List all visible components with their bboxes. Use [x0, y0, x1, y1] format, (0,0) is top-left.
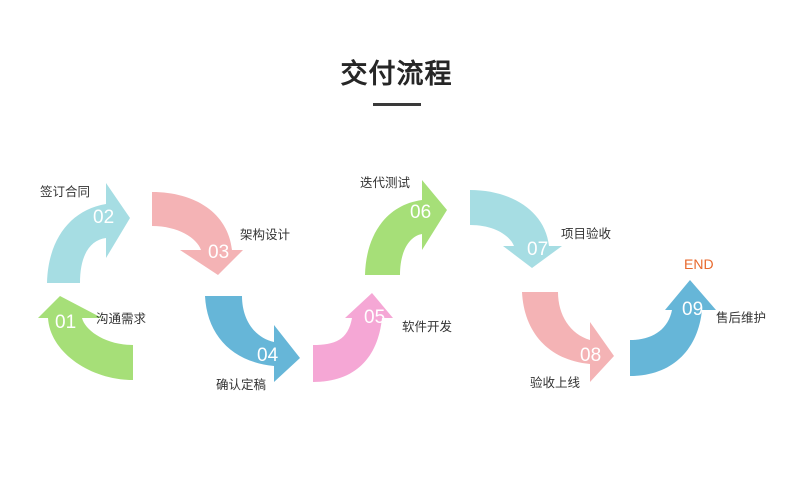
- step-01-number: 01: [55, 312, 76, 333]
- step-02-label: 签订合同: [40, 184, 90, 199]
- step-07-label: 项目验收: [561, 226, 612, 241]
- step-05: 05 软件开发: [313, 293, 453, 382]
- step-07-arrow: [470, 190, 562, 268]
- step-03-arrow: [152, 192, 243, 275]
- step-08-number: 08: [580, 345, 601, 366]
- step-07-number: 07: [527, 239, 548, 260]
- step-04: 04 确认定稿: [205, 296, 300, 392]
- step-01: 01 沟通需求: [38, 296, 147, 380]
- step-09-label: 售后维护: [716, 310, 766, 325]
- step-01-label: 沟通需求: [96, 311, 147, 326]
- end-label: END: [684, 256, 714, 272]
- step-09: 09 售后维护: [630, 280, 766, 376]
- step-08-arrow: [522, 292, 614, 382]
- step-03: 03 架构设计: [152, 192, 290, 275]
- step-01-arrow: [38, 296, 133, 380]
- step-04-arrow: [205, 296, 300, 382]
- step-05-number: 05: [364, 307, 385, 328]
- step-03-number: 03: [208, 242, 229, 263]
- step-08: 08 验收上线: [522, 292, 614, 390]
- title-underline: [373, 103, 421, 106]
- step-02: 02 签订合同: [40, 183, 130, 283]
- step-06: 06 迭代测试: [360, 175, 447, 275]
- step-09-number: 09: [682, 299, 703, 320]
- step-08-label: 验收上线: [530, 375, 581, 390]
- step-06-number: 06: [410, 202, 431, 223]
- step-02-number: 02: [93, 207, 114, 228]
- step-05-arrow: [313, 293, 393, 382]
- step-03-label: 架构设计: [240, 227, 290, 242]
- step-06-arrow: [365, 180, 447, 275]
- step-09-arrow: [630, 280, 716, 376]
- step-07: 07 项目验收: [470, 190, 612, 268]
- page-title: 交付流程: [340, 59, 453, 90]
- step-04-number: 04: [257, 345, 279, 366]
- step-04-label: 确认定稿: [216, 377, 266, 392]
- step-06-label: 迭代测试: [360, 175, 411, 190]
- step-05-label: 软件开发: [402, 319, 453, 334]
- step-02-arrow: [47, 183, 130, 283]
